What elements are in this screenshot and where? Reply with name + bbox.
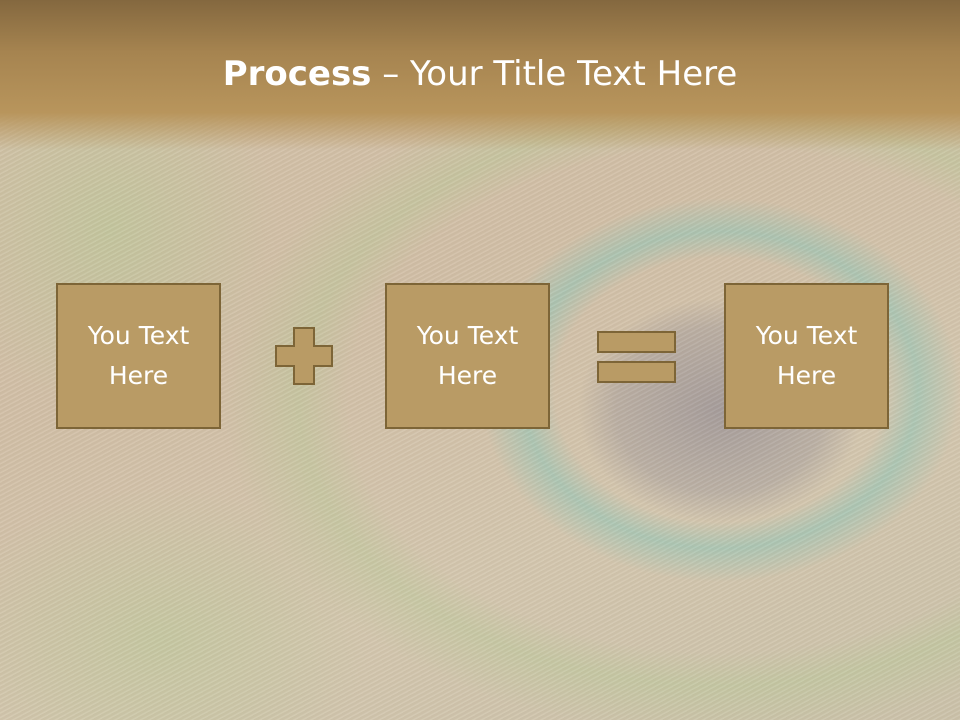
process-box-1-text: You Text Here: [87, 321, 190, 390]
process-box-3-text: You Text Here: [755, 321, 858, 390]
title-bar: [0, 0, 960, 150]
equals-icon: [597, 331, 676, 383]
title-rest-text: – Your Title Text Here: [371, 54, 738, 94]
process-box-3: You Text Here: [724, 283, 889, 429]
title-bold-text: Process: [222, 54, 372, 94]
process-box-2-text: You Text Here: [416, 321, 519, 390]
process-box-2: You Text Here: [385, 283, 550, 429]
slide-title: Process – Your Title Text Here: [0, 52, 960, 96]
process-box-1: You Text Here: [56, 283, 221, 429]
plus-icon: [275, 327, 333, 385]
